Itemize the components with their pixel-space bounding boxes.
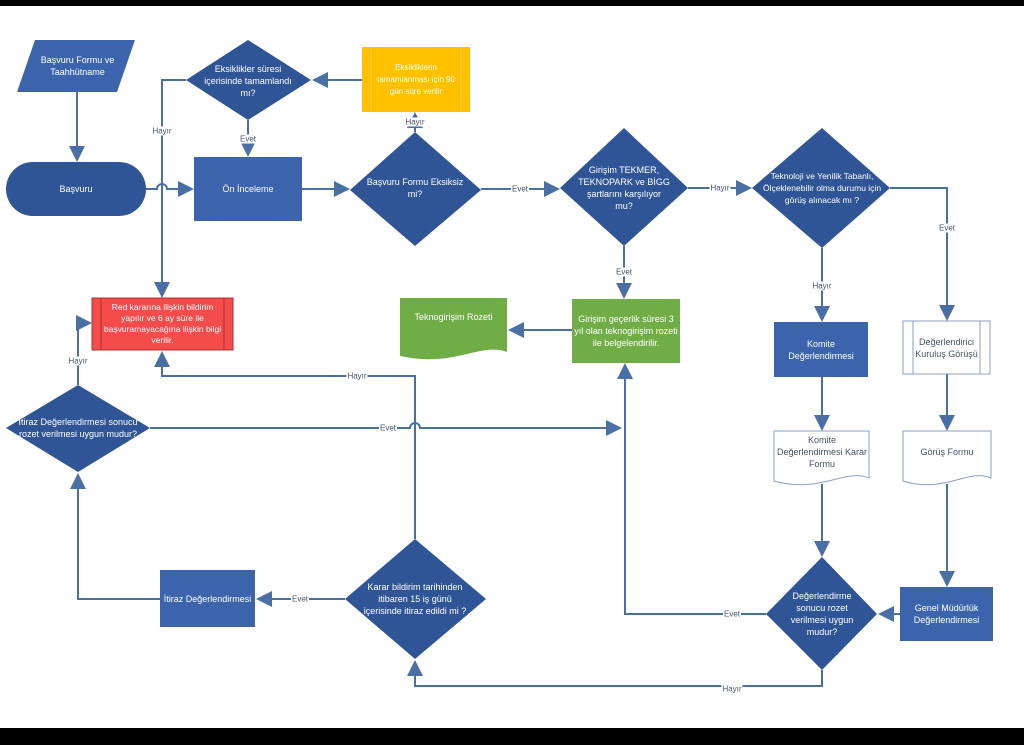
edge-label-yes: Evet [378, 423, 398, 433]
node-kurulus[interactable]: Değerlendirici Kuruluş Görüşü [915, 336, 978, 359]
node-itiraz[interactable]: İtiraz Değerlendirmesi [163, 593, 252, 604]
node-eksiksiz[interactable]: Başvuru Formu Eksiksiz mi? [366, 177, 464, 199]
edge-label-yes: Evet [614, 267, 634, 277]
edge-label-no: Hayır [404, 117, 426, 127]
node-rozet[interactable]: Teknogirişim Rozeti [414, 312, 493, 322]
flowchart-svg [6, 40, 993, 687]
node-komite[interactable]: Komite Değerlendirmesi [788, 338, 854, 361]
shapes [6, 40, 993, 670]
node-red[interactable]: Red kararına ilişkin bildirim yapılır ve… [103, 302, 222, 345]
node-on-inceleme[interactable]: Ön İnceleme [222, 184, 274, 194]
node-gecerlik[interactable]: Girişim geçerlik süresi 3 yıl olan tekno… [574, 314, 678, 348]
node-genel[interactable]: Genel Müdürlük Değerlendirmesi [913, 603, 980, 625]
node-degerlendirme[interactable]: Değerlendirme sonucu rozet verilmesi uyg… [790, 591, 854, 637]
edge-label-yes: Evet [290, 594, 310, 604]
connectors [69, 72, 955, 687]
node-sure[interactable]: Eksikliklerin tamamlanması için 90 gün s… [377, 62, 455, 96]
node-eksiklikler[interactable]: Eksiklikler süresi içerisinde tamamlandı… [204, 64, 292, 98]
node-itiraz-sonuc[interactable]: İtiraz Değerlendirmesi sonucu rozet veri… [18, 417, 138, 439]
edge-label-no: Hayır [346, 371, 368, 381]
edge-label-no: Hayır [709, 183, 731, 193]
edge-label-no: Hayır [151, 126, 173, 136]
edge-label-yes: Evet [238, 134, 258, 144]
node-karar-formu[interactable]: Komite Değerlendirmesi Karar Formu [776, 435, 868, 469]
edge-label-no: Hayır [67, 356, 89, 366]
edge-label-no: Hayır [721, 684, 743, 694]
edge-label-yes: Evet [510, 184, 530, 194]
node-teknoloji[interactable]: Teknoloji ve Yenilik Tabanlı, Ölçekleneb… [762, 171, 882, 205]
edge-label-yes: Evet [937, 223, 957, 233]
node-gorus-formu[interactable]: Görüş Formu [920, 447, 974, 457]
edge-label-no: Hayır [811, 281, 833, 291]
edge-label-yes: Evet [722, 609, 742, 619]
node-itiraz-soru[interactable]: Karar bildirim tarihinden itibaren 15 iş… [363, 582, 467, 616]
node-form[interactable]: Başvuru Formu ve Taahhütname [40, 55, 115, 77]
node-basvuru[interactable]: Başvuru [59, 184, 93, 194]
node-tekmer[interactable]: Girişim TEKMER, TEKNOPARK ve BİGG şartla… [578, 165, 670, 211]
flowchart-canvas: Başvuru Formu ve Taahhütname Başvuru Ön … [0, 6, 1024, 728]
